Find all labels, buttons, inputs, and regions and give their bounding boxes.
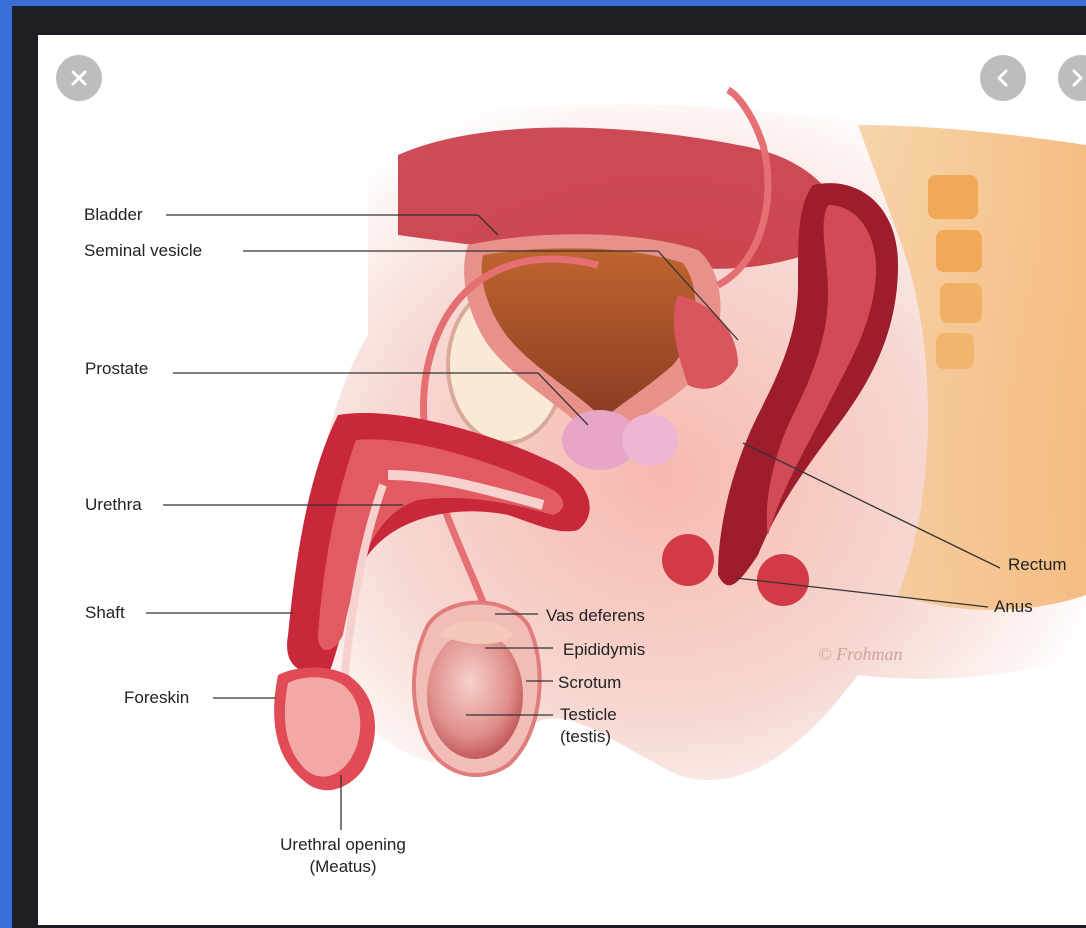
- anal-sphincter-left: [662, 534, 714, 586]
- chevron-right-icon: [1070, 68, 1086, 88]
- label-bladder: Bladder: [84, 205, 143, 225]
- anatomy-illustration: © Frohman: [38, 35, 1086, 925]
- label-meatus: (Meatus): [263, 857, 423, 877]
- prostate-lobe: [622, 414, 678, 466]
- close-button[interactable]: [56, 55, 102, 101]
- anal-sphincter-right: [757, 554, 809, 606]
- label-vas-deferens: Vas deferens: [546, 606, 645, 626]
- label-testis: (testis): [560, 727, 611, 747]
- label-seminal-vesicle: Seminal vesicle: [84, 241, 202, 261]
- testicle: [427, 631, 523, 759]
- label-urethral-opening: Urethral opening: [263, 835, 423, 855]
- close-icon: [69, 68, 89, 88]
- label-testicle: Testicle: [560, 705, 617, 725]
- label-epididymis: Epididymis: [563, 640, 645, 660]
- label-shaft: Shaft: [85, 603, 125, 623]
- label-urethra: Urethra: [85, 495, 142, 515]
- label-prostate: Prostate: [85, 359, 148, 379]
- artist-signature: © Frohman: [818, 644, 903, 664]
- label-scrotum: Scrotum: [558, 673, 621, 693]
- label-rectum: Rectum: [1008, 555, 1067, 575]
- window-left-edge: [0, 0, 12, 928]
- image-viewer: © Frohman Bladder Seminal vesicle Prosta…: [38, 35, 1086, 925]
- previous-image-button[interactable]: [980, 55, 1026, 101]
- label-anus: Anus: [994, 597, 1033, 617]
- label-foreskin: Foreskin: [124, 688, 189, 708]
- chevron-left-icon: [993, 68, 1013, 88]
